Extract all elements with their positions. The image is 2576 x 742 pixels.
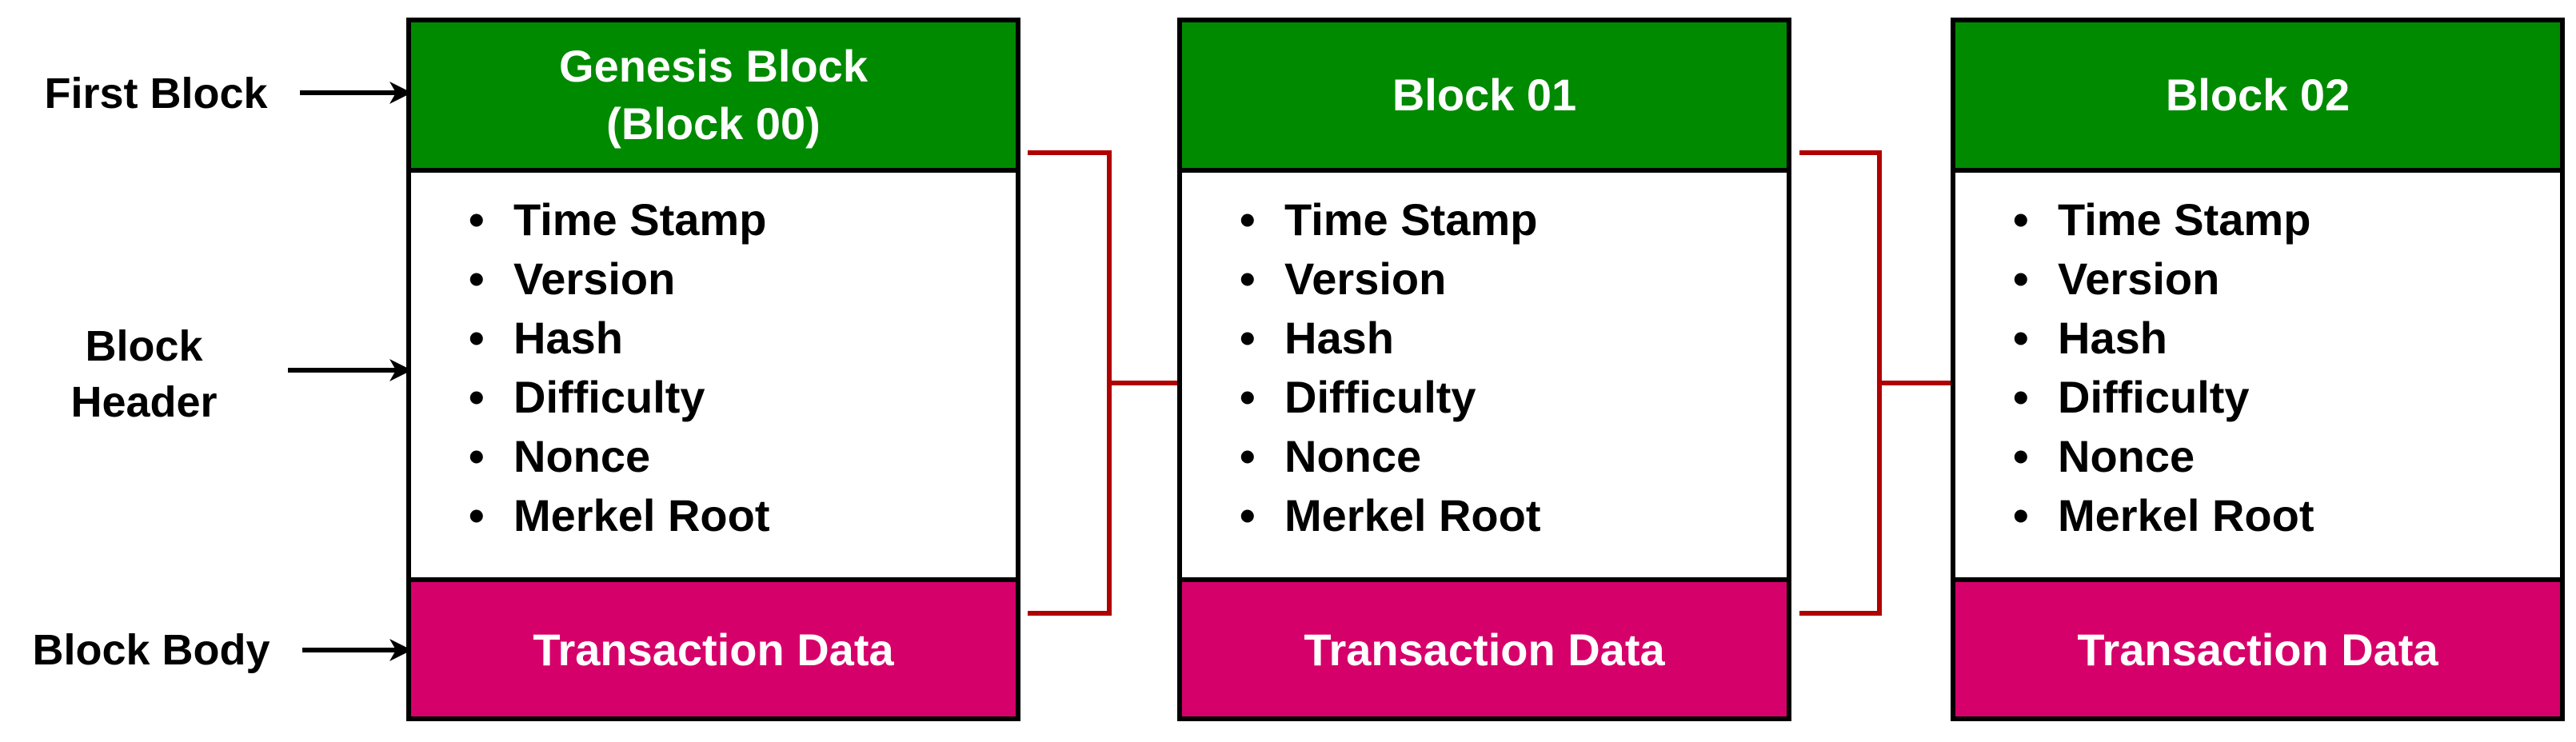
- block-title-line1: Genesis Block: [559, 41, 868, 91]
- bullet-icon: •: [469, 372, 485, 422]
- block-header-label: Block Header: [32, 318, 256, 430]
- block-title: Block 02: [1955, 22, 2560, 173]
- bullet-icon: •: [1240, 253, 1256, 304]
- block-link-connector: [1028, 150, 1180, 616]
- block-header-text-line1: Block: [85, 322, 203, 370]
- block-title-line1: Block 02: [2165, 70, 2350, 120]
- header-field: •Hash: [2013, 309, 2560, 368]
- header-field: •Nonce: [1240, 427, 1787, 486]
- header-field: •Hash: [469, 309, 1016, 368]
- header-field: •Version: [469, 249, 1016, 309]
- first-block-text: First Block: [44, 70, 268, 118]
- header-field: •Difficulty: [469, 368, 1016, 427]
- bullet-icon: •: [1240, 490, 1256, 541]
- bullet-icon: •: [469, 194, 485, 245]
- block-body: Transaction Data: [411, 582, 1016, 716]
- block-title: Block 01: [1182, 22, 1787, 173]
- header-field: •Nonce: [2013, 427, 2560, 486]
- header-field-list: •Time Stamp •Version •Hash •Difficulty •…: [1182, 173, 1787, 545]
- block-header-arrow-icon: [288, 359, 412, 381]
- header-field: •Merkel Root: [469, 486, 1016, 545]
- block-link-connector: [1799, 150, 1953, 616]
- bullet-icon: •: [469, 490, 485, 541]
- bullet-icon: •: [1240, 372, 1256, 422]
- block-01: Block 01 •Time Stamp •Version •Hash •Dif…: [1177, 18, 1791, 721]
- bullet-icon: •: [2013, 253, 2029, 304]
- bullet-icon: •: [2013, 313, 2029, 363]
- bullet-icon: •: [469, 313, 485, 363]
- bullet-icon: •: [2013, 490, 2029, 541]
- bullet-icon: •: [1240, 431, 1256, 481]
- genesis-block: Genesis Block (Block 00) •Time Stamp •Ve…: [406, 18, 1020, 721]
- block-header: •Time Stamp •Version •Hash •Difficulty •…: [1182, 173, 1787, 582]
- header-field: •Difficulty: [1240, 368, 1787, 427]
- header-field: •Hash: [1240, 309, 1787, 368]
- header-field: •Nonce: [469, 427, 1016, 486]
- block-02: Block 02 •Time Stamp •Version •Hash •Dif…: [1951, 18, 2565, 721]
- header-field: •Version: [2013, 249, 2560, 309]
- first-block-arrow-icon: [300, 82, 412, 104]
- block-title: Genesis Block (Block 00): [411, 22, 1016, 173]
- bullet-icon: •: [2013, 372, 2029, 422]
- header-field: •Merkel Root: [1240, 486, 1787, 545]
- header-field: •Time Stamp: [2013, 190, 2560, 249]
- bullet-icon: •: [1240, 313, 1256, 363]
- header-field: •Merkel Root: [2013, 486, 2560, 545]
- header-field: •Version: [1240, 249, 1787, 309]
- block-body: Transaction Data: [1182, 582, 1787, 716]
- first-block-label: First Block: [24, 66, 288, 122]
- block-body-text: Transaction Data: [533, 624, 894, 675]
- block-title-line1: Block 01: [1392, 70, 1577, 120]
- block-body-text: Transaction Data: [2077, 624, 2438, 675]
- bullet-icon: •: [469, 253, 485, 304]
- block-header: •Time Stamp •Version •Hash •Difficulty •…: [1955, 173, 2560, 582]
- bullet-icon: •: [2013, 194, 2029, 245]
- block-header-text-line2: Header: [70, 378, 218, 426]
- block-title-line2: (Block 00): [606, 98, 821, 149]
- header-field-list: •Time Stamp •Version •Hash •Difficulty •…: [1955, 173, 2560, 545]
- bullet-icon: •: [2013, 431, 2029, 481]
- header-field-list: •Time Stamp •Version •Hash •Difficulty •…: [411, 173, 1016, 545]
- block-body: Transaction Data: [1955, 582, 2560, 716]
- block-header: •Time Stamp •Version •Hash •Difficulty •…: [411, 173, 1016, 582]
- header-field: •Difficulty: [2013, 368, 2560, 427]
- block-body-text: Transaction Data: [1304, 624, 1665, 675]
- bullet-icon: •: [1240, 194, 1256, 245]
- header-field: •Time Stamp: [469, 190, 1016, 249]
- block-body-arrow-icon: [302, 639, 412, 661]
- block-body-label: Block Body: [11, 622, 291, 678]
- bullet-icon: •: [469, 431, 485, 481]
- header-field: •Time Stamp: [1240, 190, 1787, 249]
- block-body-text: Block Body: [32, 626, 270, 674]
